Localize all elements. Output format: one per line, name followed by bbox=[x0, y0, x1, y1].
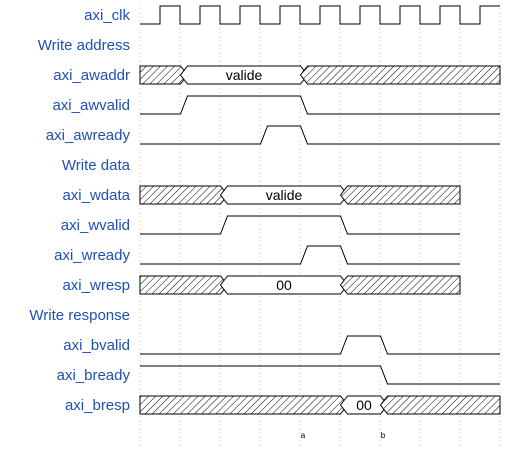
axi-wvalid-label: axi_wvalid bbox=[61, 217, 130, 234]
axi-clk-wave bbox=[140, 5, 500, 25]
axi-awready-label: axi_awready bbox=[46, 127, 131, 144]
axi-awvalid-wave bbox=[140, 95, 500, 115]
axi-bready-label: axi_bready bbox=[57, 367, 131, 384]
axi-awvalid-label: axi_awvalid bbox=[52, 97, 130, 114]
axi-bvalid-wave bbox=[140, 335, 500, 355]
axi-bresp-dont-care-segment bbox=[139, 395, 349, 415]
write-address-group-label: Write address bbox=[38, 37, 130, 54]
axi-wdata-value-text: valide bbox=[266, 187, 303, 203]
axi-bresp-dont-care-segment bbox=[379, 395, 501, 415]
axi-clk-label: axi_clk bbox=[84, 7, 130, 24]
time-marker-b: b bbox=[381, 431, 386, 440]
axi-wvalid-wave bbox=[140, 215, 460, 235]
axi-wresp-value-text: 00 bbox=[276, 277, 292, 293]
axi-awaddr-dont-care-segment bbox=[299, 65, 501, 85]
write-data-group-label: Write data bbox=[62, 157, 131, 174]
axi-bready-wave bbox=[140, 365, 500, 385]
axi-wready-wave bbox=[140, 245, 460, 265]
axi-wresp-dont-care-segment bbox=[339, 275, 461, 295]
axi-wresp-dont-care-segment bbox=[139, 275, 229, 295]
axi-wdata-dont-care-segment bbox=[339, 185, 461, 205]
axi-bresp-label: axi_bresp bbox=[65, 397, 130, 414]
axi-awaddr-label: axi_awaddr bbox=[53, 67, 130, 84]
axi-bresp-value-text: 00 bbox=[356, 397, 372, 413]
waveforms: valide valide 00 00 bbox=[139, 5, 501, 415]
time-marker-a: a bbox=[301, 431, 306, 440]
axi-awready-wave bbox=[140, 125, 500, 145]
axi-wdata-label: axi_wdata bbox=[62, 187, 130, 204]
axi-awaddr-value-text: valide bbox=[226, 67, 263, 83]
axi-bvalid-label: axi_bvalid bbox=[63, 337, 130, 354]
axi-wdata-dont-care-segment bbox=[139, 185, 229, 205]
write-response-group-label: Write response bbox=[29, 307, 130, 324]
axi-wresp-label: axi_wresp bbox=[62, 277, 130, 294]
axi-wready-label: axi_wready bbox=[54, 247, 130, 264]
